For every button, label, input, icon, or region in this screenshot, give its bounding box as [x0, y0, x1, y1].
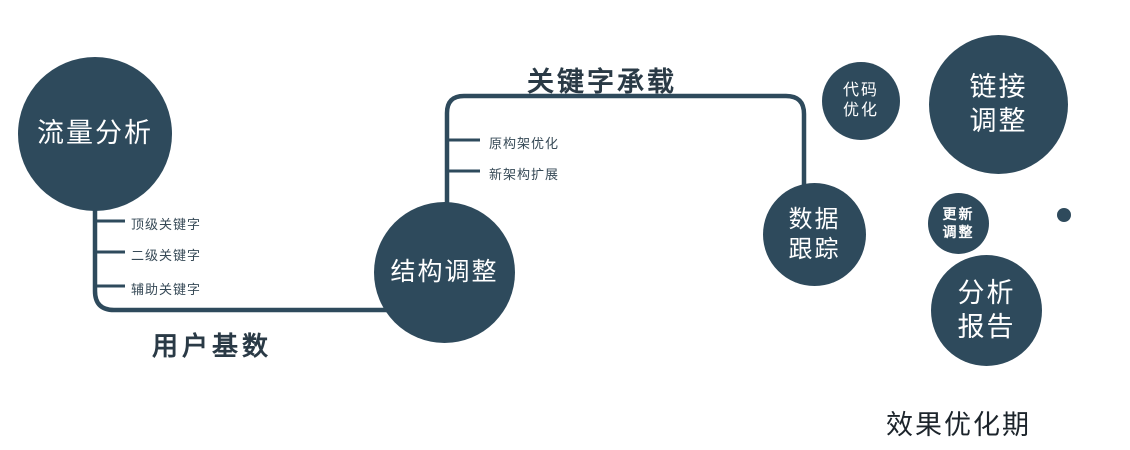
branch-label-second-keyword: 二级关键字 — [131, 248, 202, 263]
node-label-line2: 调整 — [942, 223, 975, 240]
branch-label-original-arch: 原构架优化 — [489, 136, 560, 151]
node-code-optimization: 代码 优化 — [822, 62, 900, 140]
node-label-line1: 分析 — [957, 277, 1016, 308]
node-label-line1: 数据 — [788, 205, 841, 233]
edge-structure-to-datatracking — [444, 93, 807, 215]
node-label-line2: 跟踪 — [788, 235, 841, 263]
footer-phase-label: 效果优化期 — [886, 410, 1031, 440]
bullet-dot — [1057, 208, 1071, 222]
node-label-line2: 报告 — [957, 311, 1016, 342]
branch-label-aux-keyword: 辅助关键字 — [131, 282, 202, 297]
node-traffic-analysis: 流量分析 — [18, 57, 172, 211]
node-label-line1: 链接 — [969, 71, 1028, 102]
edge-traffic-to-structure — [92, 190, 392, 313]
node-label-line1: 更新 — [942, 206, 975, 222]
node-data-tracking: 数据 跟踪 — [763, 183, 866, 286]
node-label-line2: 优化 — [842, 102, 879, 119]
node-update-adjustment: 更新 调整 — [928, 193, 989, 254]
node-link-adjustment: 链接 调整 — [929, 35, 1068, 174]
node-label-line1: 代码 — [842, 82, 879, 99]
edge-label-keyword-carrying: 关键字承载 — [527, 67, 677, 97]
node-label: 结构调整 — [390, 257, 499, 286]
edge-label-user-base: 用户基数 — [152, 331, 273, 361]
node-structure-adjust: 结构调整 — [374, 202, 515, 343]
branch-label-top-keyword: 顶级关键字 — [131, 217, 202, 232]
node-label-line2: 调整 — [969, 105, 1028, 136]
node-label: 流量分析 — [37, 118, 153, 149]
branch-label-new-arch: 新架构扩展 — [489, 167, 560, 182]
node-analysis-report: 分析 报告 — [931, 255, 1042, 366]
